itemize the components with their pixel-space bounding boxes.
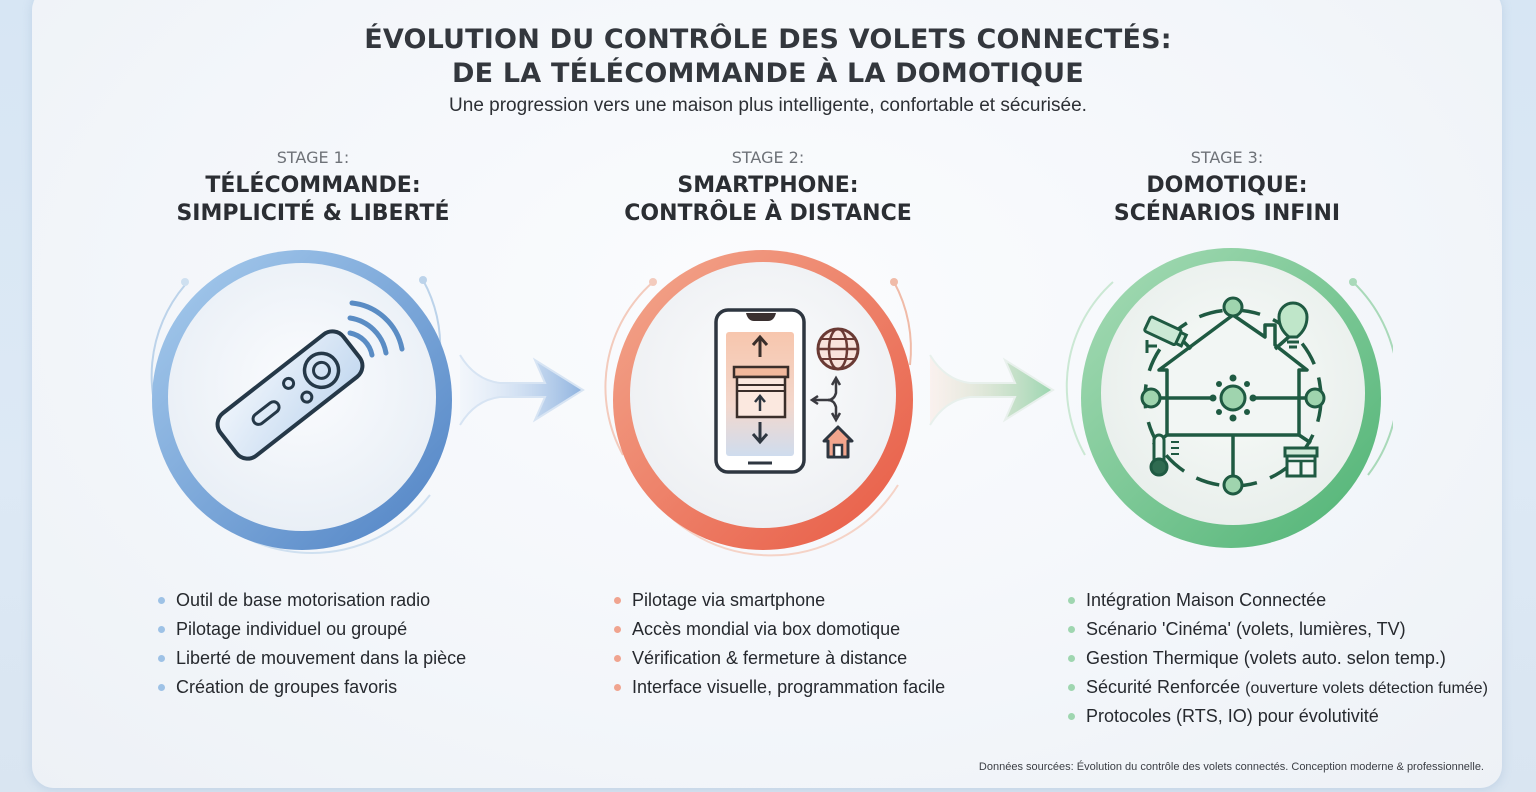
list-item: Vérification & fermeture à distance: [612, 646, 945, 675]
stage-1-title: TÉLÉCOMMANDE: SIMPLICITÉ & LIBERTÉ: [103, 172, 523, 228]
bullet-dot-icon: [1068, 713, 1075, 720]
bullet-dot-icon: [158, 684, 165, 691]
stage-3-circle: [1063, 245, 1393, 575]
list-item: Accès mondial via box domotique: [612, 617, 945, 646]
bullet-dot-icon: [614, 655, 621, 662]
main-title-line1: ÉVOLUTION DU CONTRÔLE DES VOLETS CONNECT…: [364, 24, 1172, 55]
arrow-right-icon: [929, 354, 1055, 426]
list-item: Pilotage individuel ou groupé: [156, 617, 466, 646]
smartphone-shutter-icon: [604, 250, 913, 557]
list-item: Pilotage via smartphone: [612, 588, 945, 617]
bullet-dot-icon: [1068, 684, 1075, 691]
stage-3-title-line2: SCÉNARIOS INFINI: [1113, 201, 1341, 226]
stage-2-circle: [598, 245, 928, 575]
list-item: Sécurité Renforcée (ouverture volets dét…: [1066, 675, 1488, 704]
remote-control-icon: [150, 250, 452, 554]
list-item: Intégration Maison Connectée: [1066, 588, 1488, 617]
bullet-dot-icon: [158, 597, 165, 604]
stage-1-circle: [140, 245, 470, 575]
list-item: Outil de base motorisation radio: [156, 588, 466, 617]
smart-home-network-icon: [1065, 248, 1393, 548]
stage-3-title: DOMOTIQUE: SCÉNARIOS INFINI: [1017, 172, 1437, 228]
bullet-dot-icon: [614, 626, 621, 633]
stage-3-label: STAGE 3:: [1190, 148, 1264, 167]
stage-2-bullets: Pilotage via smartphone Accès mondial vi…: [612, 588, 945, 704]
stage-1-label: STAGE 1:: [276, 148, 350, 167]
bullet-dot-icon: [614, 597, 621, 604]
list-item: Interface visuelle, programmation facile: [612, 675, 945, 704]
stage-3-bullets: Intégration Maison Connectée Scénario 'C…: [1066, 588, 1488, 733]
stage-1-title-line1: TÉLÉCOMMANDE:: [205, 173, 421, 198]
main-title-line2: DE LA TÉLÉCOMMANDE À LA DOMOTIQUE: [452, 58, 1084, 89]
subtitle: Une progression vers une maison plus int…: [449, 95, 1087, 116]
list-item: Liberté de mouvement dans la pièce: [156, 646, 466, 675]
arrow-right-icon: [459, 354, 585, 426]
bullet-dot-icon: [1068, 655, 1075, 662]
stage-1-bullets: Outil de base motorisation radio Pilotag…: [156, 588, 466, 704]
stage-2-title-line2: CONTRÔLE À DISTANCE: [624, 201, 912, 226]
stage-2-label: STAGE 2:: [731, 148, 805, 167]
bullet-dot-icon: [1068, 597, 1075, 604]
stage-1-title-line2: SIMPLICITÉ & LIBERTÉ: [176, 201, 450, 226]
bullet-dot-icon: [158, 626, 165, 633]
stage-3-title-line1: DOMOTIQUE:: [1146, 173, 1308, 198]
list-item: Scénario 'Cinéma' (volets, lumières, TV): [1066, 617, 1488, 646]
list-item: Création de groupes favoris: [156, 675, 466, 704]
list-item: Protocoles (RTS, IO) pour évolutivité: [1066, 704, 1488, 733]
source-footnote: Données sourcées: Évolution du contrôle …: [978, 761, 1484, 773]
list-item: Gestion Thermique (volets auto. selon te…: [1066, 646, 1488, 675]
bullet-dot-icon: [614, 684, 621, 691]
stage-2-title: SMARTPHONE: CONTRÔLE À DISTANCE: [558, 172, 978, 228]
bullet-dot-icon: [1068, 626, 1075, 633]
bullet-dot-icon: [158, 655, 165, 662]
stage-2-title-line1: SMARTPHONE:: [677, 173, 859, 198]
